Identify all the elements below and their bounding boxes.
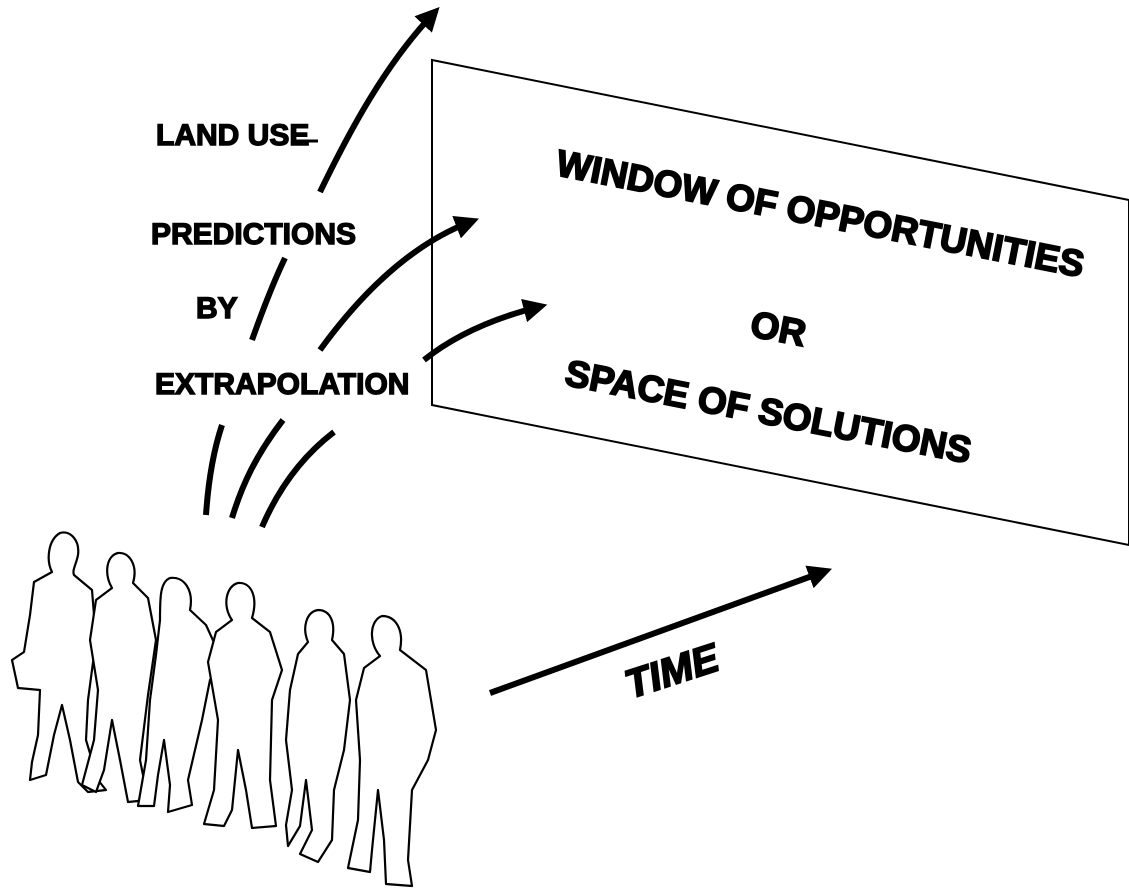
window-panel xyxy=(431,58,1129,547)
arrow-lower xyxy=(422,298,548,363)
person-silhouette-5 xyxy=(284,608,352,864)
label-by: BY xyxy=(196,292,238,325)
label-land-use: LAND USE xyxy=(156,119,309,152)
label-extrapolation: EXTRAPOLATION xyxy=(155,368,409,401)
person-silhouette-1 xyxy=(10,531,108,794)
label-predictions: PREDICTIONS xyxy=(151,218,356,251)
person-silhouette-4 xyxy=(202,581,284,830)
streak-by-left xyxy=(249,256,288,342)
person-silhouette-6 xyxy=(346,614,438,888)
arrow-middle xyxy=(317,215,479,352)
label-time: TIME xyxy=(620,636,726,708)
arrow-upper xyxy=(317,7,440,194)
streak-bottom-1 xyxy=(203,424,225,516)
arrow-time xyxy=(488,565,833,696)
streak-bottom-3 xyxy=(259,429,336,529)
streak-bottom-2 xyxy=(229,418,286,519)
person-silhouette-2 xyxy=(80,551,158,804)
person-silhouette-3 xyxy=(136,576,224,814)
people-group xyxy=(10,531,438,888)
